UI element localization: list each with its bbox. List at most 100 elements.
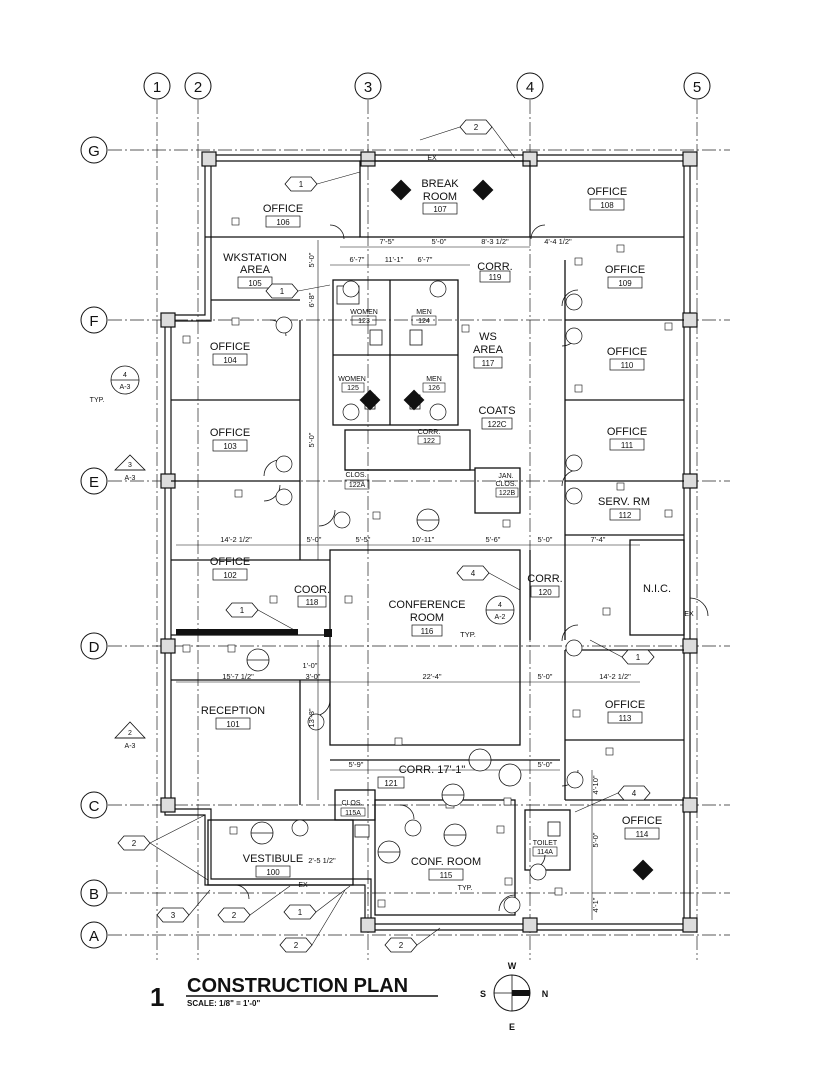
svg-text:113: 113 (619, 714, 632, 723)
svg-text:OFFICE: OFFICE (605, 699, 645, 711)
svg-text:CONF. ROOM: CONF. ROOM (411, 856, 481, 868)
svg-text:CORR.: CORR. (477, 261, 512, 273)
svg-text:1: 1 (240, 606, 245, 615)
room-108: OFFICE 108 (587, 186, 627, 211)
compass-east: E (509, 1022, 515, 1032)
svg-text:5'-0": 5'-0" (307, 252, 316, 267)
svg-text:OFFICE: OFFICE (605, 264, 645, 276)
compass-south: S (480, 989, 486, 999)
svg-text:5'-0": 5'-0" (307, 432, 316, 447)
grid-col-4: 4 (526, 79, 534, 96)
svg-text:109: 109 (618, 279, 632, 288)
svg-text:125: 125 (347, 385, 359, 392)
compass-north: N (542, 989, 549, 999)
svg-text:WS: WS (479, 331, 497, 343)
svg-text:2: 2 (294, 941, 299, 950)
svg-text:OFFICE: OFFICE (263, 203, 303, 215)
svg-text:OFFICE: OFFICE (622, 815, 662, 827)
svg-text:116: 116 (421, 627, 434, 636)
svg-text:A-2: A-2 (495, 614, 506, 621)
room-122a: CLOS. 122A (344, 472, 370, 490)
svg-text:3'-0": 3'-0" (306, 672, 321, 681)
svg-text:1: 1 (280, 287, 285, 296)
svg-text:121: 121 (384, 779, 398, 788)
svg-text:4: 4 (632, 789, 637, 798)
svg-text:100: 100 (266, 868, 280, 877)
svg-text:EX: EX (427, 155, 437, 162)
svg-text:2: 2 (474, 123, 479, 132)
svg-text:7'-4": 7'-4" (591, 535, 606, 544)
svg-text:5'-0": 5'-0" (538, 535, 553, 544)
svg-text:15'-7 1/2": 15'-7 1/2" (222, 672, 254, 681)
door-tags (275, 280, 584, 914)
grid-row-bubbles (80, 136, 108, 949)
room-126: MEN 126 (422, 376, 446, 393)
svg-text:N.I.C.: N.I.C. (643, 583, 671, 595)
svg-text:126: 126 (428, 385, 440, 392)
svg-text:2: 2 (232, 911, 237, 920)
dimension-text-vertical: 5'-0" 6'-8" 5'-0" 13'-8" 4'-10" 5'-0" 4'… (307, 252, 600, 912)
grid-row-labels: G F E D C B A (88, 143, 100, 945)
grid-row-e: E (89, 474, 99, 491)
keynote-numbers: 1 2 1 1 4 1 2 3 2 1 2 2 4 (132, 123, 641, 950)
svg-text:103: 103 (223, 442, 237, 451)
grid-column-bubbles (143, 72, 711, 100)
svg-text:120: 120 (538, 588, 552, 597)
plan-scale: SCALE: 1/8" = 1'-0" (187, 999, 260, 1008)
grid-col-3: 3 (364, 79, 372, 96)
room-122: CORR.122 (417, 429, 441, 445)
room-122c: COATS 122C (478, 405, 516, 430)
svg-text:114A: 114A (537, 849, 553, 856)
room-113: OFFICE 113 (605, 699, 645, 724)
svg-text:5'-0": 5'-0" (538, 672, 553, 681)
svg-text:OFFICE: OFFICE (587, 186, 627, 198)
svg-text:122A: 122A (349, 482, 366, 489)
svg-text:OFFICE: OFFICE (607, 426, 647, 438)
svg-text:CORR.: CORR. (418, 429, 441, 436)
svg-text:115A: 115A (345, 810, 361, 817)
svg-text:5'-5": 5'-5" (356, 535, 371, 544)
plan-number: 1 (150, 982, 164, 1012)
dimension-text: 7'-5" 5'-0" 8'-3 1/2" 4'-4 1/2" 6'-7" 11… (220, 237, 631, 865)
svg-text:TOILET: TOILET (533, 840, 558, 847)
svg-text:EX: EX (684, 611, 694, 618)
svg-text:4: 4 (123, 372, 127, 379)
svg-text:4'-10": 4'-10" (591, 775, 600, 794)
svg-text:AREA: AREA (240, 264, 271, 276)
room-109: OFFICE 109 (605, 264, 645, 289)
svg-text:117: 117 (482, 359, 495, 368)
grid-column-labels: 1 2 3 4 5 (153, 79, 701, 96)
north-arrow: W E S N (480, 961, 548, 1032)
svg-text:MEN: MEN (426, 376, 442, 383)
svg-text:102: 102 (223, 571, 237, 580)
compass-west: W (508, 961, 517, 971)
room-114a: TOILET 114A (532, 840, 558, 857)
svg-text:4: 4 (471, 569, 476, 578)
svg-text:6'-8": 6'-8" (307, 292, 316, 307)
grid-row-d: D (89, 639, 100, 656)
svg-text:13'-8": 13'-8" (307, 708, 316, 727)
svg-text:COATS: COATS (478, 405, 515, 417)
svg-text:OFFICE: OFFICE (210, 556, 250, 568)
svg-text:CLOS.: CLOS. (345, 472, 366, 479)
room-nic: N.I.C. (643, 583, 671, 595)
svg-text:CLOS.: CLOS. (341, 800, 362, 807)
svg-text:CORR.: CORR. (527, 573, 562, 585)
svg-text:1'-0": 1'-0" (303, 661, 318, 670)
svg-text:22'-4": 22'-4" (422, 672, 441, 681)
svg-text:3: 3 (128, 462, 132, 469)
svg-text:2: 2 (128, 730, 132, 737)
svg-text:4'-4 1/2": 4'-4 1/2" (544, 237, 572, 246)
svg-text:122C: 122C (487, 420, 506, 429)
room-118: COOR.118 (294, 584, 330, 608)
svg-text:COOR.: COOR. (294, 584, 330, 596)
svg-text:5'-0": 5'-0" (307, 535, 322, 544)
svg-text:108: 108 (600, 201, 614, 210)
svg-text:A-3: A-3 (125, 743, 136, 750)
